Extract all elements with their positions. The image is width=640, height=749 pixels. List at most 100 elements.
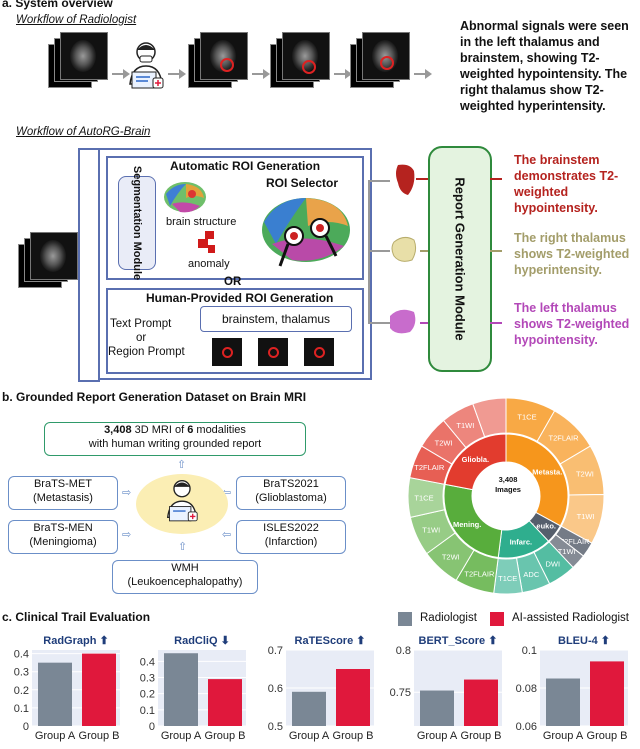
sunburst-outer-label-12: T1CE [414, 493, 433, 502]
y-tick-label: 0.1 [14, 703, 29, 715]
sunburst-outer-label-2: T2WI [576, 470, 594, 479]
workflow-radiologist-title: Workflow of Radiologist [16, 14, 137, 26]
input-mri-stack [60, 32, 108, 80]
y-tick-label: 0.6 [268, 683, 283, 695]
y-tick-label: 0 [149, 721, 155, 733]
y-tick-label: 0.08 [516, 683, 537, 695]
y-tick-label: 0.8 [396, 645, 411, 657]
left-thalamus-roi [386, 306, 420, 338]
legend-ai-label: AI-assisted Radiologist [512, 612, 629, 624]
brain-structure-label: brain structure [166, 216, 237, 228]
dataset-wmh: WMH(Leukoencephalopathy) [112, 560, 258, 594]
sunburst-inner-label-4: Gliobla. [462, 455, 490, 464]
dataset-brats-men: BraTS-MEN(Meningioma) [8, 520, 118, 554]
roi-selector-title: ROI Selector [266, 176, 339, 190]
sunburst-inner-4 [444, 433, 507, 491]
or-small-label: or [136, 332, 147, 344]
workflow-autorg-title: Workflow of AutoRG-Brain [16, 126, 151, 138]
bar-group-b [208, 679, 242, 726]
bar-group-a [420, 690, 454, 726]
y-tick-label: 0.06 [516, 721, 537, 733]
sunburst-center-label: Images [495, 485, 521, 494]
bar-group-a [546, 678, 580, 726]
dataset-sunburst-chart: Metasta.T1CET2FLAIRT2WIT1WILeuko.T2FLAIR… [407, 397, 605, 595]
report-brainstem: The brainstem demonstrates T2-weighted h… [514, 153, 619, 215]
dataset-brats-met: BraTS-MET(Metastasis) [8, 476, 118, 510]
region-prompt-mri-1[interactable] [212, 338, 242, 366]
report-right-thalamus: The right thalamus shows T2-weighted hyp… [514, 231, 630, 277]
y-tick-label: 0.4 [14, 649, 29, 661]
or-separator: OR [224, 276, 242, 288]
y-tick-label: 0.3 [140, 672, 155, 684]
roi-generation-panel [98, 148, 372, 380]
anomaly-icon [196, 230, 218, 256]
brain-structure-icon [162, 180, 208, 216]
section-c-title: c. Clinical Trail Evaluation [2, 610, 151, 624]
arrow-brats21: ⇦ [222, 487, 232, 499]
y-tick-label: 0.1 [140, 705, 155, 717]
autorg-input-mri [30, 232, 78, 280]
y-tick-label: 0.7 [268, 645, 283, 657]
report-left-thalamus: The left thalamus shows T2-weighted hypo… [514, 301, 630, 347]
sunburst-outer-label-0: T1CE [517, 413, 536, 422]
chart-title: BLEU-4 ⬆ [558, 635, 610, 647]
arrow-up-summary: ⇧ [177, 459, 187, 471]
y-tick-label: 0.2 [14, 685, 29, 697]
sunburst-outer-label-10: T2WI [442, 553, 460, 562]
radiologist-report: Abnormal signals were seen in the left t… [460, 19, 629, 113]
anomaly-label: anomaly [188, 258, 230, 270]
y-tick-label: 0.3 [14, 667, 29, 679]
mri-annotated-1 [200, 32, 248, 80]
text-prompt-label: Text Prompt [110, 318, 172, 330]
bar-group-b [464, 679, 498, 726]
bar-group-b [590, 661, 624, 726]
x-tick-label: Group A [289, 730, 330, 742]
y-tick-label: 0 [23, 721, 29, 733]
sunburst-outer-label-6: DWI [546, 559, 561, 568]
bar-group-a [38, 662, 72, 726]
arrow-met: ⇨ [122, 487, 132, 499]
sunburst-outer-label-11: T1WI [422, 526, 440, 535]
sunburst-outer-label-1: T2FLAIR [549, 434, 580, 443]
dataset-isles2022: ISLES2022(Infarction) [236, 520, 346, 554]
sunburst-center-number: 3,408 [498, 475, 518, 484]
sunburst-outer-label-5: T1WI [558, 547, 576, 556]
x-tick-label: Group B [205, 730, 246, 742]
segmentation-module: Segmentation Module [118, 166, 156, 280]
section-b-title: b. Grounded Report Generation Dataset on… [2, 390, 307, 404]
human-roi-title: Human-Provided ROI Generation [146, 291, 334, 305]
bar-group-a [164, 653, 198, 726]
sunburst-outer-label-9: T2FLAIR [464, 570, 495, 579]
x-tick-label: Group B [333, 730, 374, 742]
bar-group-b [336, 669, 370, 726]
region-prompt-mri-2[interactable] [258, 338, 288, 366]
x-tick-label: Group A [161, 730, 202, 742]
x-tick-label: Group A [543, 730, 584, 742]
right-thalamus-roi [388, 234, 420, 266]
report-generation-module: Report Generation Module [428, 146, 492, 372]
text-prompt-input[interactable]: brainstem, thalamus [200, 306, 352, 332]
auto-roi-box [106, 156, 364, 280]
brainstem-roi [390, 163, 420, 197]
dataset-summary-box: 3,408 3D MRI of 6 modalities with human … [44, 422, 306, 456]
y-tick-label: 0.75 [390, 687, 411, 699]
sunburst-outer-16 [472, 397, 507, 438]
sunburst-outer-label-8: T1CE [498, 574, 517, 583]
sunburst-outer-label-13: T2FLAIR [414, 463, 445, 472]
section-a-title: a. System overview [2, 0, 113, 10]
legend-ai-swatch [490, 612, 504, 626]
chart-title: RadGraph ⬆ [43, 635, 108, 647]
sunburst-outer-label-4: T2FLAIR [560, 537, 591, 546]
bar-group-b [82, 653, 116, 726]
arrow-isles: ⇦ [222, 529, 232, 541]
human-roi-box [106, 288, 364, 374]
region-prompt-mri-3[interactable] [304, 338, 334, 366]
y-tick-label: 0.5 [268, 721, 283, 733]
sunburst-outer-label-3: T1WI [577, 512, 595, 521]
x-tick-label: Group B [79, 730, 120, 742]
y-tick-label: 0.4 [140, 656, 155, 668]
legend-radiologist-label: Radiologist [420, 612, 477, 624]
x-tick-label: Group B [461, 730, 502, 742]
